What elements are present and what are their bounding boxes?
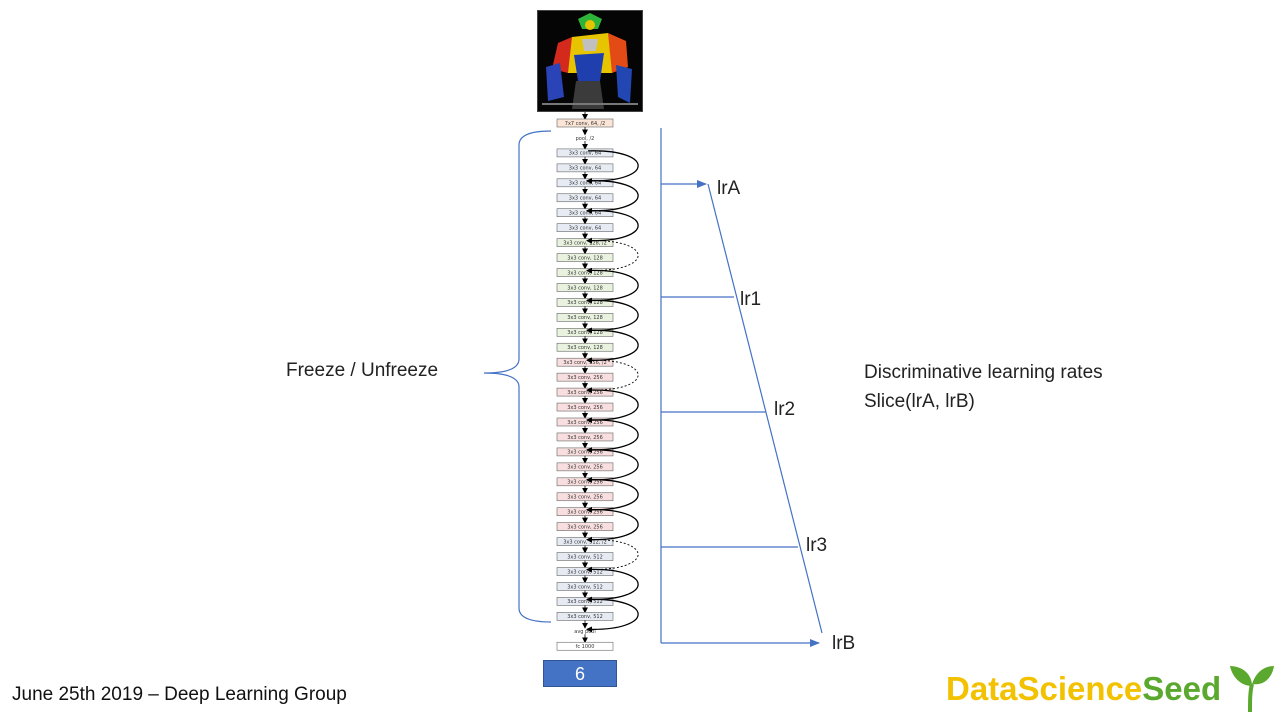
logo: DataScienceSeed [946, 672, 1221, 705]
lr-label-2: lr2 [774, 399, 796, 420]
skip-connection [586, 150, 639, 184]
layer-label: 3x3 conv, 64 [569, 151, 601, 157]
footer-text: June 25th 2019 – Deep Learning Group [12, 684, 347, 705]
layer-label: 3x3 conv, 256 [567, 420, 603, 426]
layer-box [556, 641, 614, 651]
layer-label: 3x3 conv, 256 [567, 510, 603, 516]
skip-connection [586, 598, 639, 633]
robot-illustration [538, 11, 642, 111]
layer-label: 3x3 conv, 64 [569, 166, 601, 172]
freeze-unfreeze-label: Freeze / Unfreeze [286, 360, 439, 381]
skip-connection [586, 210, 639, 244]
layer-label: 3x3 conv, 256, /2 [563, 360, 607, 366]
layer-label: 7x7 conv, 64, /2 [565, 121, 605, 127]
layer-label: fc 1000 [576, 644, 595, 650]
skip-connection [586, 240, 639, 274]
layer-label: 3x3 conv, 256 [567, 480, 603, 486]
skip-connection [586, 329, 639, 364]
learning-rate-lines [483, 128, 823, 647]
layer-label: 3x3 conv, 512 [567, 554, 603, 560]
robot-photo [537, 10, 643, 112]
layer-label: 3x3 conv, 256 [567, 375, 603, 381]
layer-label: 3x3 conv, 256 [567, 450, 603, 456]
lr-label-a: lrA [717, 178, 741, 199]
sprout-icon [1230, 666, 1274, 713]
layer-label: 3x3 conv, 64 [569, 211, 601, 217]
skip-connection [586, 419, 639, 454]
skip-connection [586, 269, 639, 304]
skip-connection [586, 449, 639, 483]
network-layers: 7x7 conv, 64, /2 pool, /2 3x3 conv, 64 3x3 … [556, 112, 639, 651]
freeze-brace [483, 130, 552, 623]
layer-label: 3x3 conv, 128 [567, 285, 603, 291]
lr-slope-line [707, 183, 823, 634]
layer-label: 3x3 conv, 512 [567, 599, 603, 605]
layer-label: 3x3 conv, 128 [567, 255, 603, 261]
layer-label: 3x3 conv, 256 [567, 524, 603, 530]
lr-label-b: lrB [832, 633, 856, 654]
discriminative-formula: Slice(lrA, lrB) [864, 391, 975, 412]
layer-label: 3x3 conv, 128 [567, 270, 603, 276]
lr-label-3: lr3 [806, 535, 828, 556]
layer-label: 3x3 conv, 256 [567, 405, 603, 411]
layer-label: 3x3 conv, 256 [567, 465, 603, 471]
skip-connection [586, 389, 639, 424]
layer-label: 3x3 conv, 64 [569, 181, 601, 187]
layer-label: pool, /2 [576, 136, 595, 142]
layer-label: 3x3 conv, 128, /2 [563, 240, 607, 246]
discriminative-title: Discriminative learning rates [864, 362, 1103, 383]
layer-label: 3x3 conv, 256 [567, 390, 603, 396]
skip-connection [586, 299, 639, 334]
skip-connection [586, 568, 639, 603]
layer-label: 3x3 conv, 512 [567, 614, 603, 620]
skip-connection [586, 539, 639, 573]
layer-label: 3x3 conv, 64 [569, 225, 601, 231]
layer-label: 3x3 conv, 128 [567, 330, 603, 336]
layer-label: 3x3 conv, 512, /2 [563, 539, 607, 545]
layer-label: 3x3 conv, 64 [569, 196, 601, 202]
layer-label: 3x3 conv, 512 [567, 584, 603, 590]
layer-label: 3x3 conv, 256 [567, 495, 603, 501]
layer-label: 3x3 conv, 256 [567, 435, 603, 441]
skip-connection [586, 180, 639, 214]
layer-label: avg pool [574, 629, 595, 635]
lr-label-1: lr1 [740, 289, 762, 310]
skip-connection [586, 509, 639, 543]
skip-connection [586, 479, 639, 513]
logo-text-seed: Seed [1142, 670, 1222, 707]
logo-text-datascience: DataScience [946, 670, 1143, 707]
skip-connection [586, 359, 639, 394]
layer-label: 3x3 conv, 512 [567, 569, 603, 575]
layer-label: 3x3 conv, 128 [567, 315, 603, 321]
layer-label: 3x3 conv, 128 [567, 300, 603, 306]
slide-number: 6 [543, 660, 617, 687]
layer-label: 3x3 conv, 128 [567, 345, 603, 351]
